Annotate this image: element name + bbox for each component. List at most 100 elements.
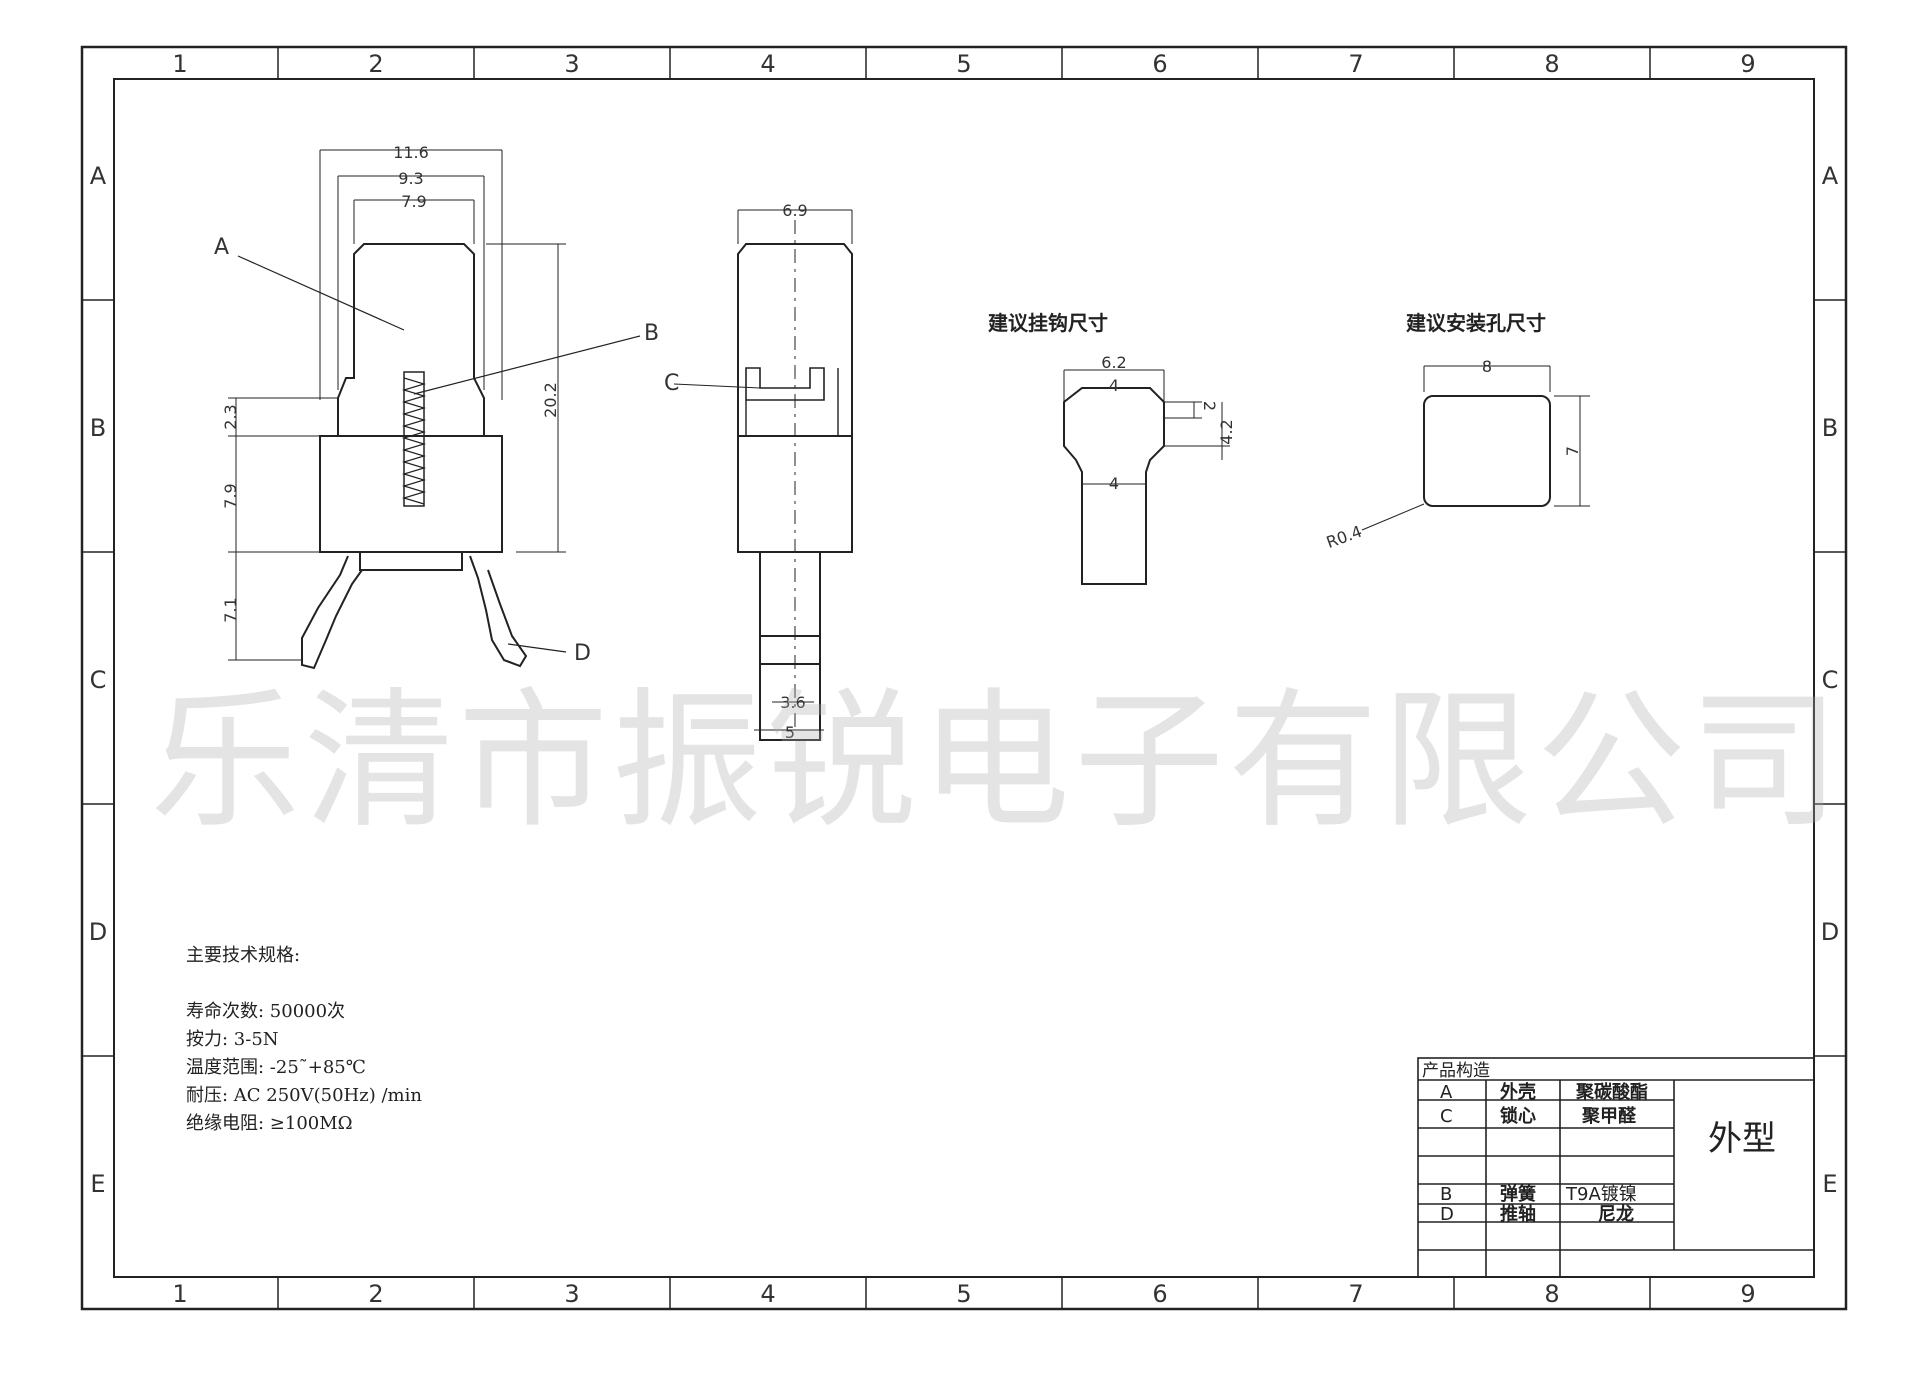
- front-base-tab: [359, 552, 463, 571]
- front-top-outline: [319, 243, 503, 553]
- left-leg: [301, 555, 363, 670]
- col-label: 5: [956, 50, 971, 78]
- row-mat-a: 聚碳酸酯: [1575, 1081, 1648, 1103]
- row-part-a: 外壳: [1500, 1081, 1536, 1103]
- dim-20-2: 20.2: [541, 382, 560, 418]
- col-label: 3: [564, 1280, 579, 1308]
- tech-specs: 主要技术规格: 寿命次数: 50000次 按力: 3-5N 温度范围: -25˜…: [186, 942, 422, 1138]
- row-label: B: [90, 414, 106, 442]
- spec-insulation: 绝缘电阻: ≥100MΩ: [186, 1113, 353, 1134]
- callout-d: D: [574, 641, 591, 666]
- title-block-header: 产品构造: [1422, 1061, 1490, 1081]
- side-view: [737, 220, 853, 741]
- title-block-text: 产品构造 A 外壳 聚碳酸酯 C 锁心 聚甲醛 B 弹簧 T9A镀镍 D 推轴 …: [1422, 1061, 1776, 1225]
- col-label: 3: [564, 50, 579, 78]
- hole-dim-labels: 8 7 R0.4: [1324, 357, 1582, 552]
- row-part-c: 锁心: [1500, 1105, 1536, 1127]
- side-view-dimensions: [673, 209, 853, 731]
- row-label: C: [90, 666, 107, 694]
- col-label: 2: [368, 50, 383, 78]
- row-code-c: C: [1440, 1106, 1453, 1127]
- row-labels-right: A B C D E: [1821, 162, 1839, 1198]
- side-pin: [759, 552, 821, 741]
- spec-force: 按力: 3-5N: [186, 1029, 279, 1050]
- row-label: D: [89, 918, 107, 946]
- row-label: D: [1821, 918, 1839, 946]
- col-label: 8: [1544, 1280, 1559, 1308]
- row-label: A: [90, 162, 107, 190]
- side-body: [737, 243, 853, 553]
- row-label: E: [90, 1170, 105, 1198]
- hole-title: 建议安装孔尺寸: [1406, 311, 1546, 335]
- col-label: 9: [1740, 50, 1755, 78]
- side-view-dim-labels: 6.9 3.6 5: [780, 201, 807, 742]
- row-code-b: B: [1440, 1184, 1452, 1205]
- dim-6-2: 6.2: [1101, 353, 1126, 372]
- col-label: 6: [1152, 1280, 1167, 1308]
- row-label: A: [1822, 162, 1839, 190]
- dim-r0-4: R0.4: [1324, 522, 1365, 552]
- column-ticks: [277, 47, 1651, 1309]
- row-code-a: A: [1440, 1082, 1453, 1103]
- col-label: 7: [1348, 50, 1363, 78]
- col-label: 5: [956, 1280, 971, 1308]
- hook-dimensions: [1063, 369, 1230, 485]
- front-cap-outline: [346, 244, 484, 436]
- row-mat-d: 尼龙: [1598, 1203, 1634, 1225]
- dim-7-9-width: 7.9: [401, 192, 426, 211]
- spec-life: 寿命次数: 50000次: [186, 1001, 346, 1022]
- dim-6-9: 6.9: [782, 201, 807, 220]
- dim-11-6: 11.6: [393, 143, 429, 162]
- row-part-b: 弹簧: [1500, 1183, 1536, 1205]
- dim-9-3: 9.3: [398, 169, 423, 188]
- col-label: 8: [1544, 50, 1559, 78]
- row-label: B: [1822, 414, 1838, 442]
- hook-dim-labels: 6.2 4 2 4.2 4: [1101, 353, 1236, 493]
- dim-2-3: 2.3: [221, 404, 240, 429]
- dim-3-6: 3.6: [780, 693, 805, 712]
- col-label: 7: [1348, 1280, 1363, 1308]
- hole-outline: [1423, 395, 1551, 507]
- row-mat-c: 聚甲醛: [1581, 1105, 1637, 1127]
- col-label: 4: [760, 50, 775, 78]
- specs-heading: 主要技术规格:: [186, 945, 301, 966]
- dim-7-1: 7.1: [221, 597, 240, 622]
- front-callout-labels: A B D: [214, 235, 659, 666]
- column-labels-bottom: 1 2 3 4 5 6 7 8 9: [172, 1280, 1755, 1308]
- outer-frame: [80, 45, 1848, 1311]
- dim-8: 8: [1482, 357, 1492, 376]
- dim-7: 7: [1563, 446, 1582, 456]
- col-label: 6: [1152, 50, 1167, 78]
- front-callouts: [237, 255, 641, 653]
- callout-c: C: [664, 371, 679, 396]
- col-label: 4: [760, 1280, 775, 1308]
- spring-window: [403, 371, 425, 507]
- dim-4-2: 4.2: [1217, 419, 1236, 444]
- row-label: C: [1822, 666, 1839, 694]
- title-block: [1417, 1057, 1815, 1278]
- row-part-d: 推轴: [1500, 1203, 1536, 1225]
- drawing-name: 外型: [1708, 1119, 1776, 1159]
- front-view-dimensions: [228, 149, 566, 661]
- dim-2: 2: [1200, 401, 1219, 411]
- hole-dimensions: [1361, 365, 1590, 531]
- callout-b: B: [644, 321, 659, 346]
- dim-4-top: 4: [1109, 376, 1119, 395]
- spec-voltage: 耐压: AC 250V(50Hz) /min: [186, 1085, 422, 1106]
- callout-a: A: [214, 235, 229, 260]
- column-labels-top: 1 2 3 4 5 6 7 8 9: [172, 50, 1755, 78]
- col-label: 1: [172, 1280, 187, 1308]
- row-labels-left: A B C D E: [89, 162, 107, 1198]
- dim-4-neck: 4: [1109, 474, 1119, 493]
- side-lock-slot: [745, 367, 825, 401]
- col-label: 1: [172, 50, 187, 78]
- right-leg: [469, 555, 528, 668]
- col-label: 9: [1740, 1280, 1755, 1308]
- inner-frame: [113, 78, 1815, 1278]
- col-label: 2: [368, 1280, 383, 1308]
- dim-5: 5: [785, 723, 795, 742]
- row-code-d: D: [1440, 1204, 1454, 1225]
- row-label: E: [1822, 1170, 1837, 1198]
- spring-coil: [401, 377, 427, 505]
